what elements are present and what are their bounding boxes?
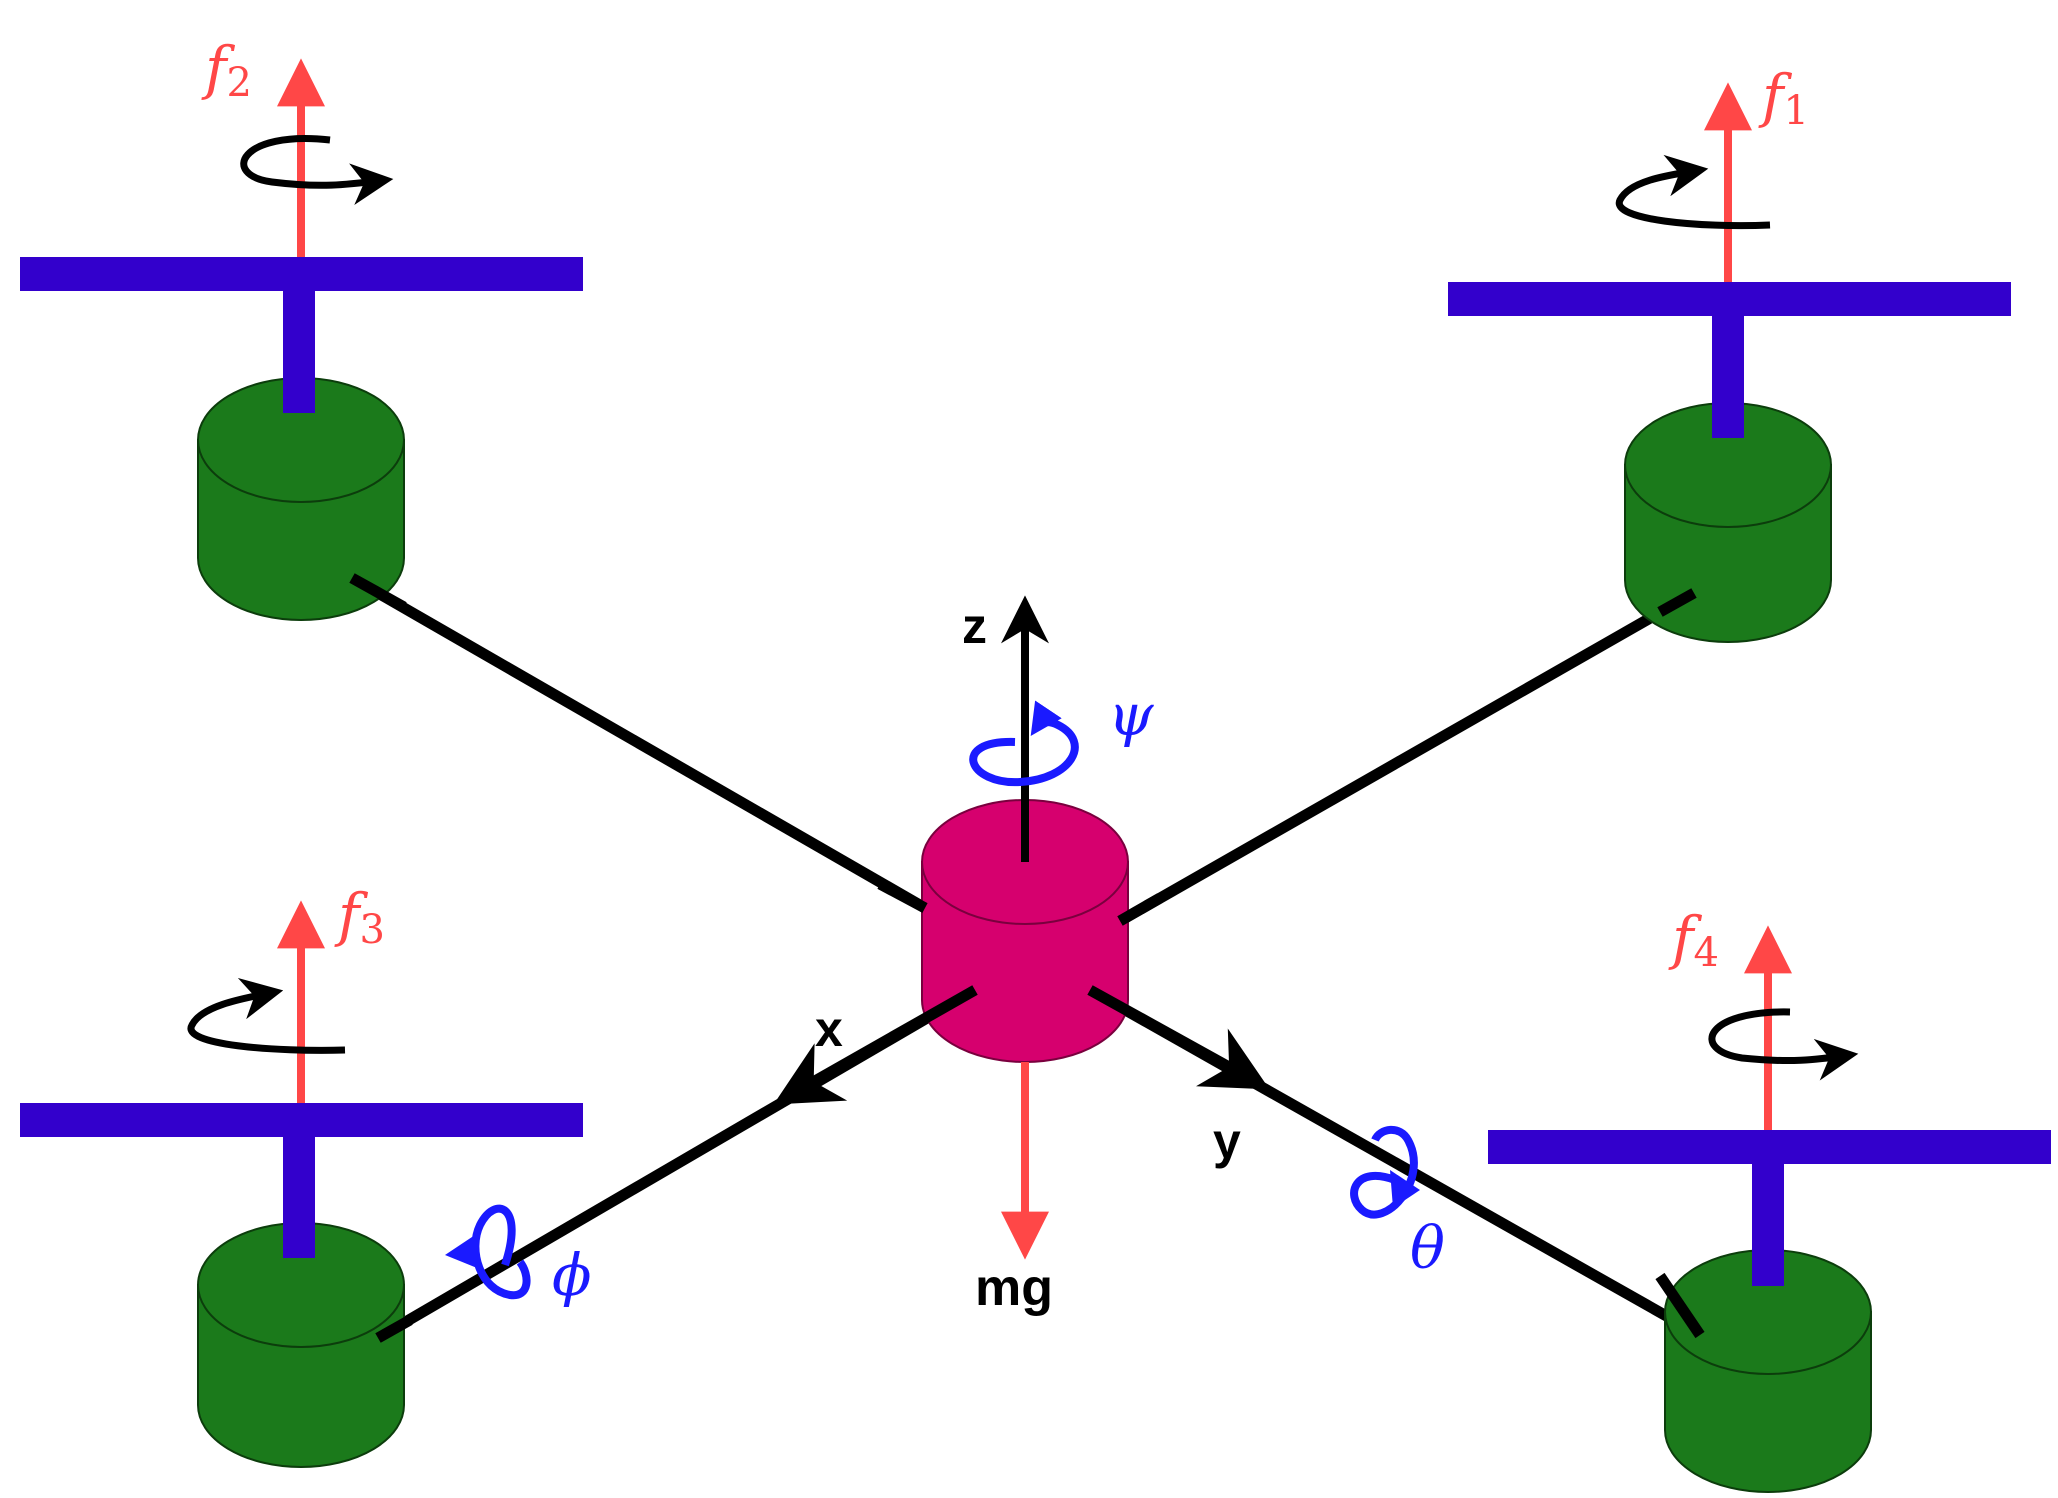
spin-arrow-icon [1615,154,1771,230]
spin-arrow-icon [187,977,346,1054]
propeller-3 [20,1103,583,1258]
arm-hub-right [1117,893,1163,926]
arm-rotor-3-cap [375,1315,413,1343]
arm-rotor-1-cap [1657,588,1697,617]
arm-rotor-2 [349,573,928,913]
y-axis-arrow [1087,985,1270,1090]
force-label-f4: f4 [1668,904,1719,976]
theta-arrow-head-icon [1390,1170,1420,1208]
weight-label: mg [975,1259,1053,1317]
psi-rotation-icon [969,700,1079,787]
arm-rotor-1 [1117,588,1697,926]
phi-arrow-head-icon [445,1235,482,1270]
rotor-3: f3 [20,881,583,1468]
force-label-f1: f1 [1758,62,1809,134]
propeller-1 [1448,282,2011,438]
theta-label: θ [1410,1214,1445,1282]
arm-rotor-4-cap [1655,1272,1705,1339]
x-axis-label: x [815,1001,843,1057]
arm-hub-left [877,879,928,913]
propeller-4 [1488,1130,2051,1286]
motor-3 [197,1222,405,1468]
spin-arrow-icon [240,135,394,206]
z-axis-label: z [962,598,987,654]
force-label-f2: f2 [201,34,252,106]
rotor-4: f4 [1488,904,2051,1493]
y-axis-label: y [1213,1113,1241,1169]
rotor-1: f1 [1448,62,2011,643]
motor-2 [197,377,405,621]
force-label-f3: f3 [334,881,385,953]
arm-rotor-2-cap [349,573,407,612]
phi-label: ϕ [552,1241,592,1309]
x-axis-arrow [773,985,978,1105]
motor-1 [1624,402,1832,643]
propeller-2 [20,257,583,413]
motor-4 [1664,1249,1872,1493]
spin-arrow-icon [1708,1008,1859,1081]
rotor-2: f2 [20,34,583,621]
psi-label: ψ [1108,681,1154,749]
